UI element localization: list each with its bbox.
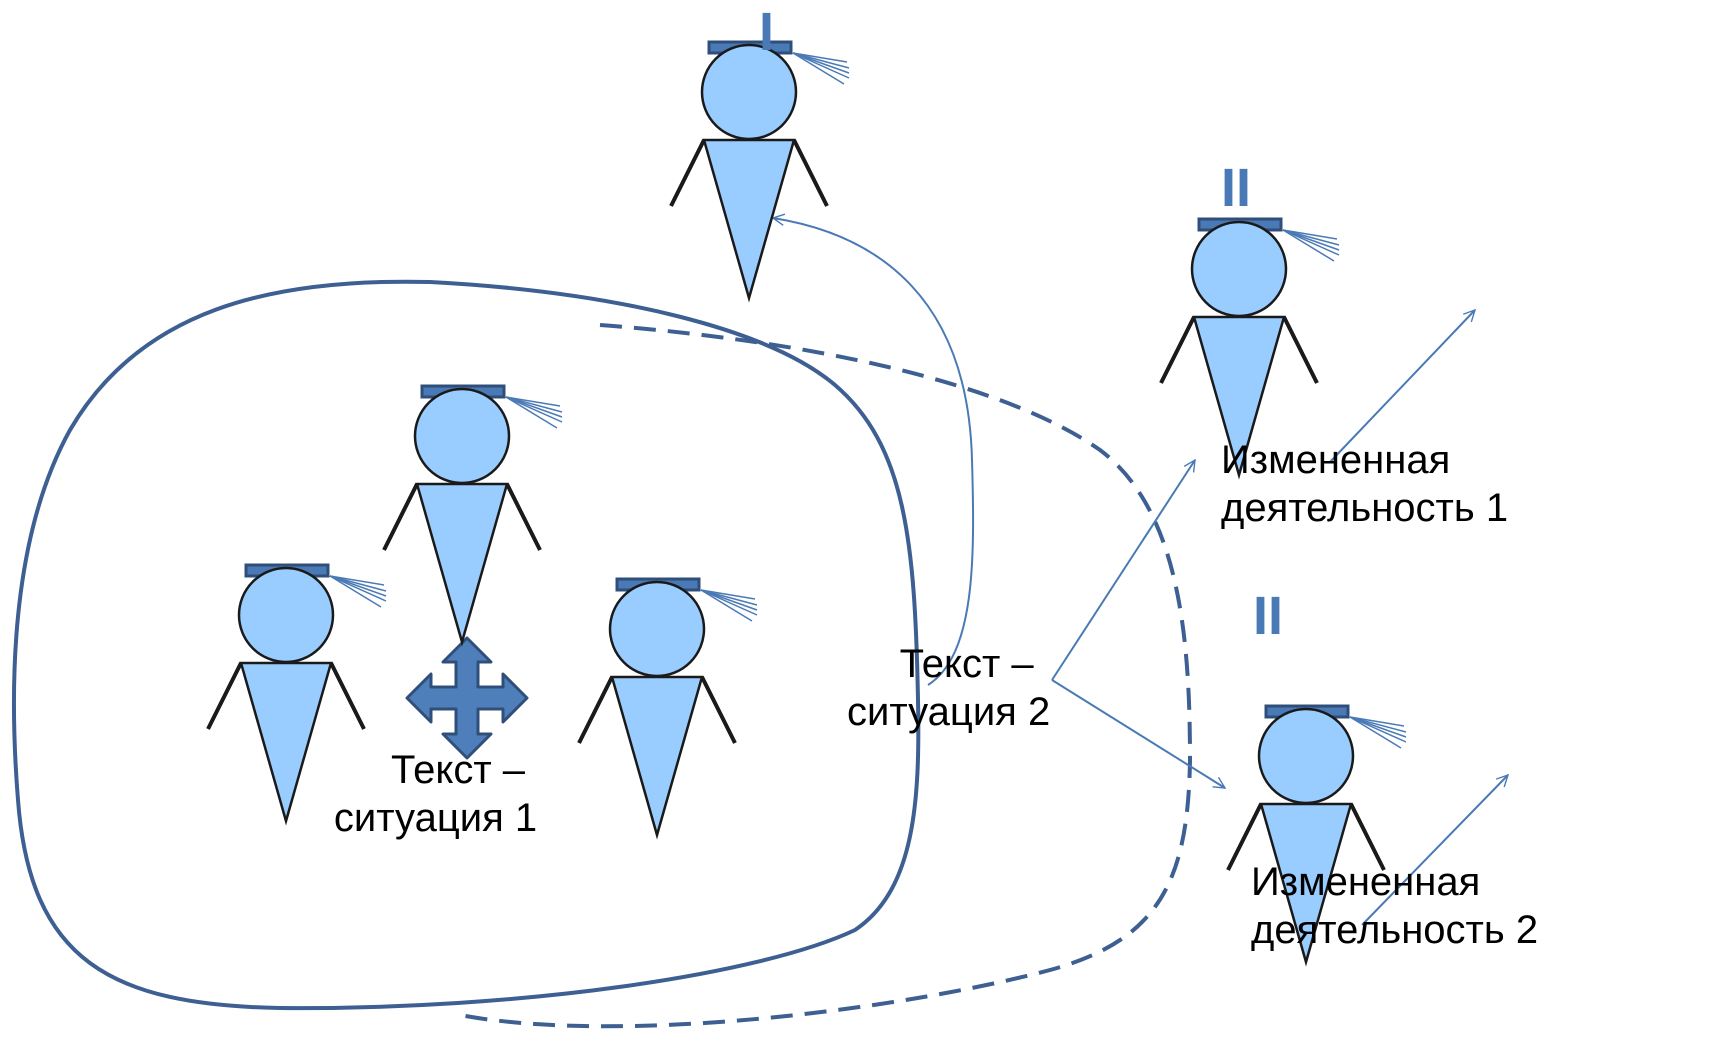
changed-activity-2-line-1: Измененная <box>1251 860 1481 904</box>
arrow-changed-activity-2 <box>1361 775 1508 926</box>
changed-activity-1-label: Измененная деятельность 1 <box>1221 436 1508 532</box>
text-situation-1-line-1: Текст – <box>390 748 526 792</box>
figure-center-right-graduate-icon <box>577 577 758 840</box>
text-situation-1-line-2: ситуация 1 <box>333 796 538 840</box>
dashed-extension-boundary <box>459 323 1193 1029</box>
curved-arrow-to-figure-1 <box>773 218 975 686</box>
situation-1-boundary <box>12 279 921 1011</box>
roman-mark-figure-2: II <box>1221 158 1252 218</box>
figure-top-graduate-icon <box>669 40 850 303</box>
arrow-to-figure-3 <box>1051 679 1225 789</box>
figure-right-lower-graduate-icon <box>1226 704 1407 967</box>
roman-mark-figure-1: I <box>759 2 775 62</box>
text-situation-2-line-2: ситуация 2 <box>847 690 1051 734</box>
changed-activity-1-line-2: деятельность 1 <box>1221 486 1509 530</box>
figure-center-left-graduate-icon <box>206 563 387 826</box>
changed-activity-1-line-1: Измененная <box>1221 438 1451 482</box>
roman-mark-figure-3: II <box>1253 586 1284 646</box>
text-situation-2-line-1: Текст – <box>899 642 1034 686</box>
text-situation-2-label: Текст – ситуация 2 <box>847 640 1050 736</box>
figure-right-upper-graduate-icon <box>1159 217 1340 480</box>
four-way-move-arrow-icon <box>405 636 529 760</box>
arrow-to-figure-2 <box>1051 460 1195 681</box>
text-situation-1-label: Текст – ситуация 1 <box>334 746 544 842</box>
changed-activity-2-label: Измененная деятельность 2 <box>1251 858 1538 954</box>
figure-center-top-graduate-icon <box>382 384 563 647</box>
changed-activity-2-line-2: деятельность 2 <box>1251 908 1539 952</box>
arrow-changed-activity-1 <box>1329 310 1475 463</box>
